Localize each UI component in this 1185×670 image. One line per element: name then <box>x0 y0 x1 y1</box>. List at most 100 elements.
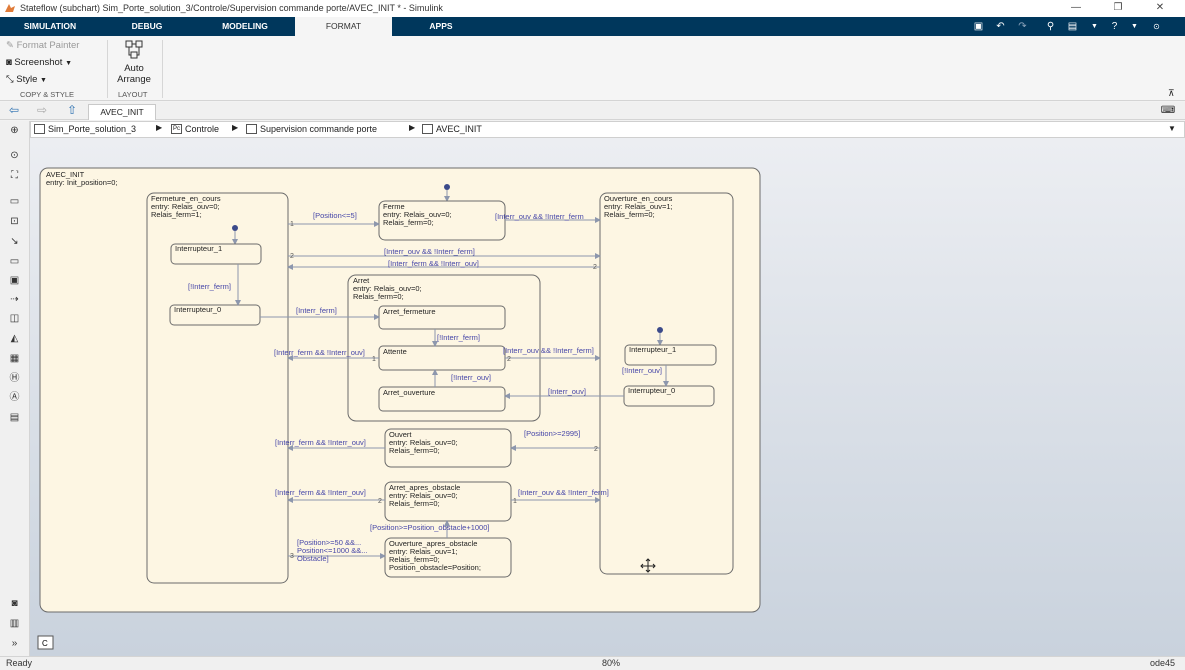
state-action: Relais_ferm=0; <box>389 446 440 455</box>
title-bar: Stateflow (subchart) Sim_Porte_solution_… <box>0 0 1185 17</box>
transition-label: [!Interr_ouv] <box>451 373 491 382</box>
window-title: Stateflow (subchart) Sim_Porte_solution_… <box>20 3 443 13</box>
redo-icon[interactable]: ↷ <box>1018 21 1027 32</box>
state-avec-init-entry: entry: Init_position=0; <box>46 178 118 187</box>
format-painter-button[interactable]: ✎ Format Painter <box>6 40 79 51</box>
state-name: Arret <box>353 276 370 285</box>
chevron-down-icon[interactable]: ▼ <box>1091 23 1098 30</box>
breadcrumb-separator-icon: ▶ <box>156 123 163 132</box>
state-entry: entry: Relais_ouv=1; <box>604 202 673 211</box>
state-entry: entry: Relais_ouv=0; <box>389 491 458 500</box>
chart-diagram[interactable]: .st { fill: #fdf6e3; stroke: #6b6b6b; st… <box>30 138 1185 656</box>
image-icon[interactable]: ▤ <box>9 412 20 423</box>
history-junction-icon[interactable]: ▣ <box>9 275 20 286</box>
fit-to-view-icon[interactable]: ⛶ <box>11 170 18 181</box>
annotation-icon[interactable]: Ⓐ <box>9 392 20 403</box>
brush-icon: ✎ <box>6 40 14 51</box>
ribbon-separator <box>107 40 108 98</box>
zoom-level[interactable]: 80% <box>602 658 621 668</box>
zoom-icon[interactable]: ⊙ <box>10 150 19 161</box>
box-tool-icon[interactable]: ⊡ <box>10 216 19 227</box>
transition-label: [Interr_ouv && !Interr_ferm <box>495 212 584 221</box>
move-cursor-icon <box>640 558 656 573</box>
matlab-function-icon[interactable]: ▦ <box>9 353 20 364</box>
up-arrow-icon[interactable]: ⇧ <box>66 103 78 117</box>
state-entry: entry: Relais_ouv=0; <box>353 284 422 293</box>
collapse-ribbon-icon[interactable]: ⊙ <box>1153 22 1160 31</box>
subchart-icon <box>422 124 433 134</box>
style-button[interactable]: ⤡ Style ▼ <box>6 74 47 85</box>
state-name: Arret_apres_obstacle <box>389 483 460 492</box>
simulink-app-icon <box>5 4 15 12</box>
breadcrumb-separator-icon: ▶ <box>232 123 239 132</box>
screenshot-button[interactable]: ◙ Screenshot ▼ <box>6 57 72 68</box>
model-tab-avec-init[interactable]: AVEC_INIT <box>88 104 156 120</box>
model-browser-icon[interactable]: ▥ <box>9 618 20 629</box>
solver-name[interactable]: ode45 <box>1150 658 1176 668</box>
state-avec-init-name: AVEC_INIT <box>46 170 85 179</box>
breadcrumb-item-model[interactable]: Sim_Porte_solution_3 <box>34 124 136 134</box>
close-button[interactable]: ✕ <box>1155 2 1165 13</box>
default-transition-dot <box>657 327 663 333</box>
tab-modeling[interactable]: MODELING <box>222 21 268 31</box>
state-tool-icon[interactable]: ▭ <box>9 196 20 207</box>
breadcrumb-item-avec-init[interactable]: AVEC_INIT <box>422 124 482 134</box>
state-name: Attente <box>383 347 407 356</box>
comment-toggle-glyph: C <box>42 639 48 648</box>
collapse-icon[interactable]: ⊼ <box>1168 88 1175 98</box>
status-text: Ready <box>6 658 33 668</box>
simulink-function-icon[interactable]: ⇢ <box>10 294 19 305</box>
minimize-button[interactable]: — <box>1071 2 1081 13</box>
transition-label: [Interr_ferm] <box>296 306 337 315</box>
comment-toggle-icon[interactable] <box>37 635 54 650</box>
history-icon[interactable]: Ⓗ <box>9 373 20 384</box>
stateflow-canvas[interactable]: .st { fill: #fdf6e3; stroke: #6b6b6b; st… <box>30 138 1185 656</box>
state-fermeture-en-cours[interactable] <box>146 192 289 584</box>
tab-format[interactable]: FORMAT <box>295 17 392 36</box>
ribbon-tab-bar: SIMULATION DEBUG MODELING FORMAT APPS ▣ … <box>0 17 1185 36</box>
state-action: Relais_ferm=0; <box>383 218 434 227</box>
back-arrow-icon[interactable]: ⇦ <box>8 103 20 117</box>
transition-label: [Interr_ouv && !Interr_ferm] <box>518 488 609 497</box>
dropdown-arrow-icon: ▼ <box>40 77 47 84</box>
truth-table-icon[interactable]: ◭ <box>10 333 19 344</box>
state-interrupteur-1-right[interactable] <box>624 344 717 366</box>
state-action: Relais_ferm=0; <box>389 555 440 564</box>
state-interrupteur-1-left[interactable] <box>170 243 262 265</box>
transition-label: [!Interr_ferm] <box>437 333 480 342</box>
tab-simulation[interactable]: SIMULATION <box>23 21 77 31</box>
help-menu-chevron-icon[interactable]: ▼ <box>1131 23 1138 30</box>
tab-debug[interactable]: DEBUG <box>131 21 163 31</box>
screenshot-tool-icon[interactable]: ◙ <box>11 598 18 609</box>
state-name: Arret_ouverture <box>383 388 435 397</box>
help-icon[interactable]: ? <box>1111 21 1118 32</box>
transition-label: [!Interr_ferm] <box>188 282 231 291</box>
transition-priority: 1 <box>372 356 376 363</box>
hide-explorer-icon[interactable]: ⊕ <box>10 125 19 136</box>
forward-arrow-icon[interactable]: ⇨ <box>36 103 48 117</box>
save-icon[interactable]: ▣ <box>973 21 984 32</box>
state-name: Ferme <box>383 202 405 211</box>
auto-arrange-button[interactable]: Auto Arrange <box>113 39 155 89</box>
breadcrumb-item-supervision[interactable]: Supervision commande porte <box>246 124 377 134</box>
junction-tool-icon[interactable]: ▭ <box>9 256 20 267</box>
expand-icon[interactable]: » <box>11 638 18 649</box>
transition-priority: 2 <box>507 356 511 363</box>
state-arret-ouverture[interactable] <box>378 386 506 412</box>
state-action: Relais_ferm=0; <box>604 210 655 219</box>
layout-section-label: LAYOUT <box>118 90 148 99</box>
transition-label: [Position>=50 &&... <box>297 538 361 547</box>
restore-button[interactable]: ❐ <box>1113 2 1123 13</box>
default-transition-icon[interactable]: ↘ <box>10 236 19 247</box>
model-icon <box>34 124 45 134</box>
search-icon[interactable]: ⚲ <box>1046 21 1055 32</box>
breadcrumb-dropdown-icon[interactable]: ▼ <box>1168 124 1176 133</box>
state-interrupteur-0-left[interactable] <box>169 304 261 326</box>
tab-apps[interactable]: APPS <box>429 21 453 31</box>
keyboard-icon[interactable]: ⌨ <box>1160 105 1176 116</box>
undo-icon[interactable]: ↶ <box>996 21 1005 32</box>
stateflow-chart-icon <box>246 124 257 134</box>
quick-access-menu-icon[interactable]: ▤ <box>1067 21 1078 32</box>
graphical-function-icon[interactable]: ◫ <box>9 313 20 324</box>
